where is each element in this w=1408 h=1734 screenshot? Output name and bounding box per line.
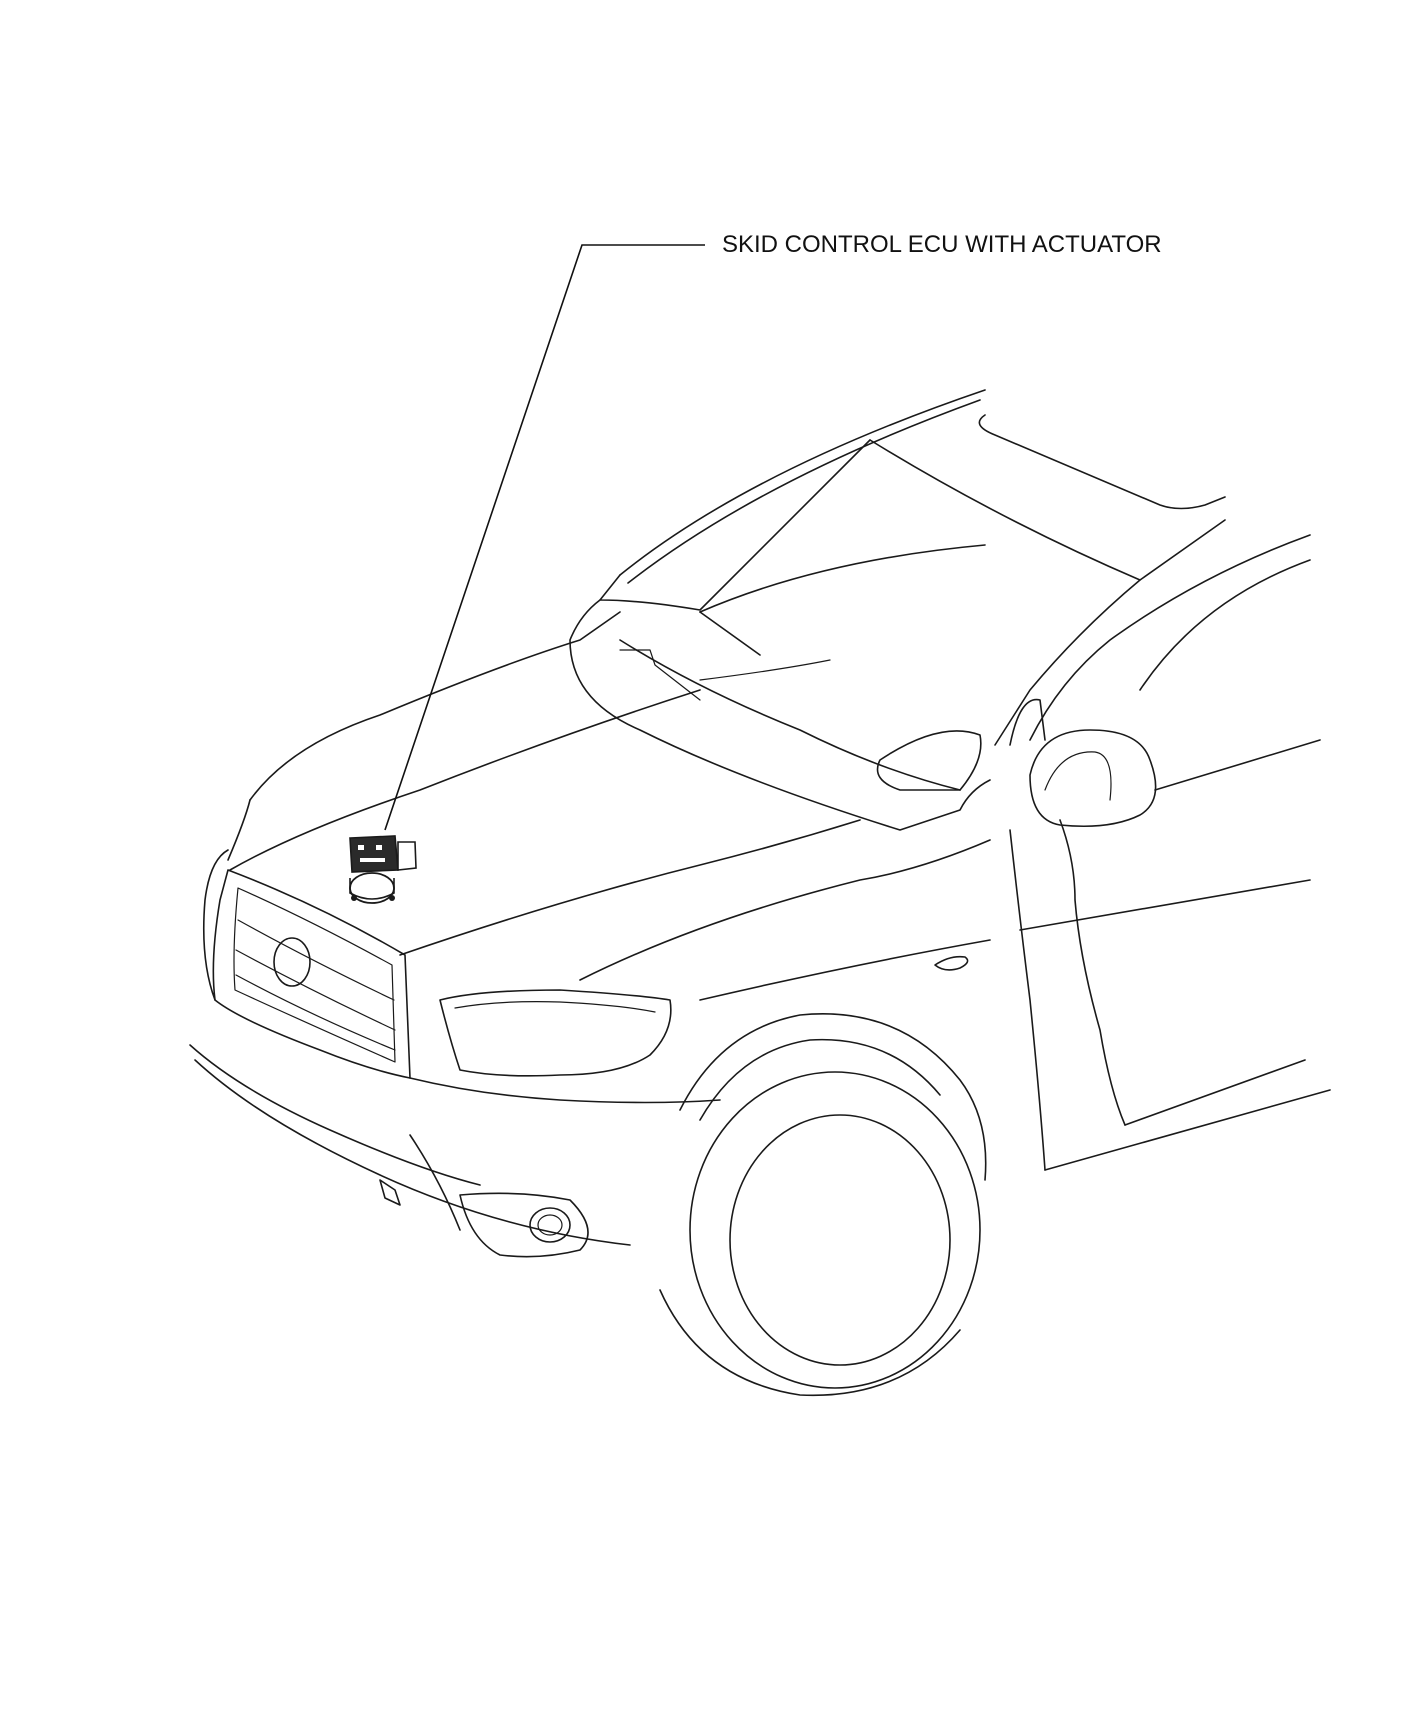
ecu-port-2	[376, 845, 382, 850]
windshield-lower	[699, 611, 761, 656]
bumper-intake-lower	[409, 1134, 461, 1231]
side-marker-lamp	[934, 955, 969, 971]
leader-line	[384, 244, 705, 831]
headlamp	[439, 989, 672, 1077]
rocker-line-2	[1124, 1059, 1306, 1126]
bumper-upper	[202, 849, 229, 1001]
hood-rear-edge	[569, 599, 991, 831]
ecu-motor-body	[349, 878, 395, 900]
body-side-line	[1019, 879, 1311, 931]
bumper-lower	[189, 1044, 481, 1186]
door-front-edge-2	[1059, 819, 1126, 1126]
windshield-frame	[599, 439, 871, 611]
skid-control-ecu-component	[349, 835, 417, 904]
a-pillar	[994, 579, 1141, 746]
grille-outer	[212, 869, 411, 1079]
side-window-line	[1154, 739, 1321, 791]
ecu-mount-right	[389, 895, 395, 901]
side-mirror-inner	[1044, 751, 1112, 801]
windshield-top	[699, 544, 986, 613]
grille-bar-2	[235, 949, 396, 1031]
cowl-bulge	[876, 730, 982, 791]
a-pillar-inner	[1029, 534, 1311, 741]
callout-skid-control-ecu: SKID CONTROL ECU WITH ACTUATOR	[384, 231, 1162, 831]
hood-center-crease	[229, 689, 701, 871]
cowl-panel	[619, 649, 701, 701]
rocker-line	[1044, 1089, 1331, 1171]
bumper-step	[379, 1179, 401, 1206]
grille-bar-1	[237, 919, 395, 1001]
front-fender-top	[579, 839, 991, 981]
roof-line	[619, 389, 986, 576]
fog-lamp	[529, 1207, 571, 1243]
side-window-top	[1139, 559, 1311, 691]
fog-lamp-inner	[537, 1214, 563, 1236]
wheel-arch	[679, 1013, 987, 1181]
sunroof-edge	[978, 414, 1226, 510]
ecu-body	[349, 835, 399, 873]
bumper-side	[409, 1077, 721, 1104]
wiper-line	[699, 659, 831, 681]
front-wheel-rim	[729, 1114, 951, 1366]
mirror-mount	[1009, 698, 1046, 746]
side-mirror	[1029, 729, 1157, 827]
roof-rear-edge	[869, 439, 1226, 581]
ecu-mount-left	[351, 895, 357, 901]
grille-bar-3	[235, 974, 396, 1051]
hood-right-crease	[399, 819, 861, 956]
hood-outer	[249, 611, 621, 801]
front-tire	[689, 1071, 981, 1389]
bumper-lip	[194, 1059, 631, 1246]
fender-character-line	[699, 939, 991, 1001]
hood-leading-edge	[227, 799, 251, 861]
grille-emblem	[273, 937, 311, 987]
wheel-arch-inner	[699, 1038, 941, 1121]
vehicle-illustration	[189, 389, 1331, 1397]
ecu-port-3	[360, 858, 385, 862]
cowl-line	[619, 639, 961, 791]
ecu-bracket	[397, 841, 417, 871]
ecu-port-1	[358, 845, 364, 850]
callout-label: SKID CONTROL ECU WITH ACTUATOR	[722, 231, 1162, 258]
roof-line-inner	[627, 399, 981, 584]
headlamp-inner	[454, 1001, 656, 1013]
grille-inner	[233, 887, 396, 1063]
fog-lamp-housing	[459, 1192, 589, 1258]
door-front-edge	[1009, 829, 1046, 1171]
tire-bottom	[659, 1289, 961, 1397]
